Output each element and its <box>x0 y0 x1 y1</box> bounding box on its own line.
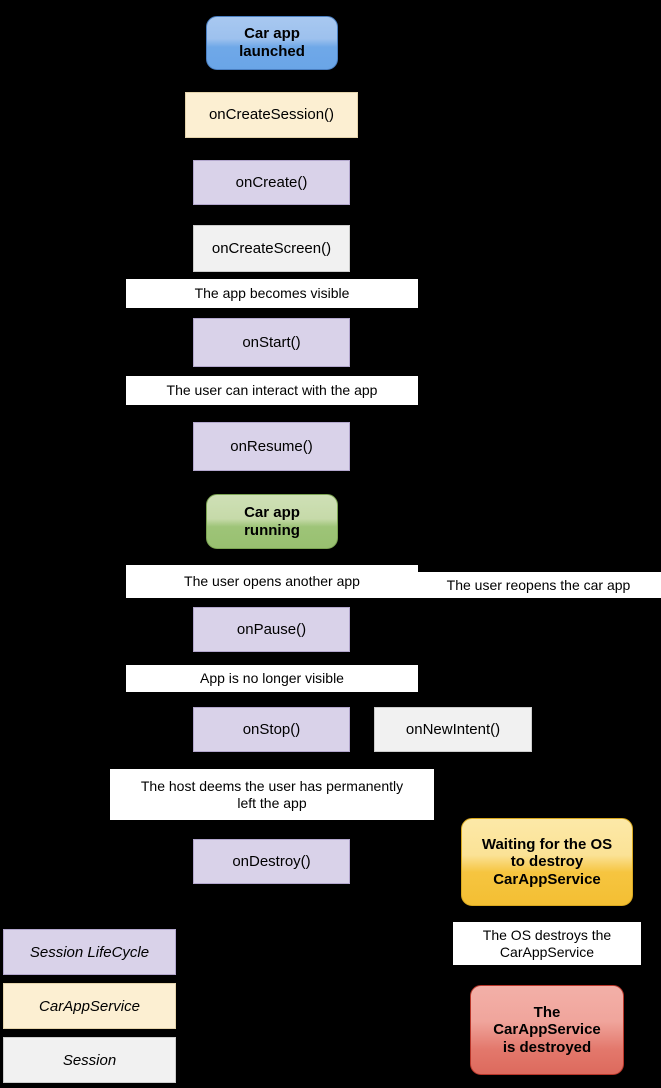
connector-stop-to-hostdeems <box>271 752 272 769</box>
connector-interact-to-resume <box>271 405 272 422</box>
connector-launched-to-createsession <box>271 70 272 92</box>
connector-pause-to-notvisible <box>271 652 272 665</box>
label-host-deems-left-app: The host deems the user has permanently … <box>110 769 434 820</box>
connector-visible-to-start <box>271 308 272 318</box>
node-on-create-session[interactable]: onCreateSession() <box>185 92 358 138</box>
connector-start-to-interact <box>271 367 272 376</box>
connector-opensanother-to-pause <box>271 598 272 607</box>
connector-waiting-to-osdestroys <box>547 906 548 922</box>
label-app-becomes-visible: The app becomes visible <box>126 279 418 308</box>
connector-notvisible-to-stop <box>271 692 272 707</box>
node-on-stop[interactable]: onStop() <box>193 707 350 752</box>
connector-osdestroys-to-destroyed <box>547 965 548 985</box>
legend-item-session: Session <box>3 1037 176 1083</box>
label-app-no-longer-visible: App is no longer visible <box>126 665 418 692</box>
node-car-app-launched[interactable]: Car app launched <box>206 16 338 70</box>
connector-running-to-opensanother <box>271 549 272 565</box>
node-on-create-screen[interactable]: onCreateScreen() <box>193 225 350 272</box>
connector-createsession-to-create <box>271 138 272 160</box>
node-car-app-running[interactable]: Car app running <box>206 494 338 549</box>
node-car-app-service-destroyed[interactable]: The CarAppService is destroyed <box>470 985 624 1075</box>
node-on-resume[interactable]: onResume() <box>193 422 350 471</box>
connector-resume-to-running <box>271 471 272 494</box>
legend-item-car-app-service: CarAppService <box>3 983 176 1029</box>
node-on-start[interactable]: onStart() <box>193 318 350 367</box>
node-on-pause[interactable]: onPause() <box>193 607 350 652</box>
connector-hostdeems-to-destroy <box>271 820 272 839</box>
connector-newintent-up <box>452 690 453 707</box>
label-os-destroys-car-app-service: The OS destroys the CarAppService <box>453 922 641 965</box>
legend-item-session-lifecycle: Session LifeCycle <box>3 929 176 975</box>
connector-createscreen-to-visible <box>271 272 272 279</box>
node-waiting-for-os[interactable]: Waiting for the OS to destroy CarAppServ… <box>461 818 633 906</box>
label-user-reopens-car-app: The user reopens the car app <box>416 572 661 598</box>
node-on-destroy[interactable]: onDestroy() <box>193 839 350 884</box>
label-user-opens-another-app: The user opens another app <box>126 565 418 598</box>
node-on-new-intent[interactable]: onNewIntent() <box>374 707 532 752</box>
label-user-can-interact: The user can interact with the app <box>126 376 418 405</box>
connector-create-to-createscreen <box>271 205 272 225</box>
node-on-create[interactable]: onCreate() <box>193 160 350 205</box>
